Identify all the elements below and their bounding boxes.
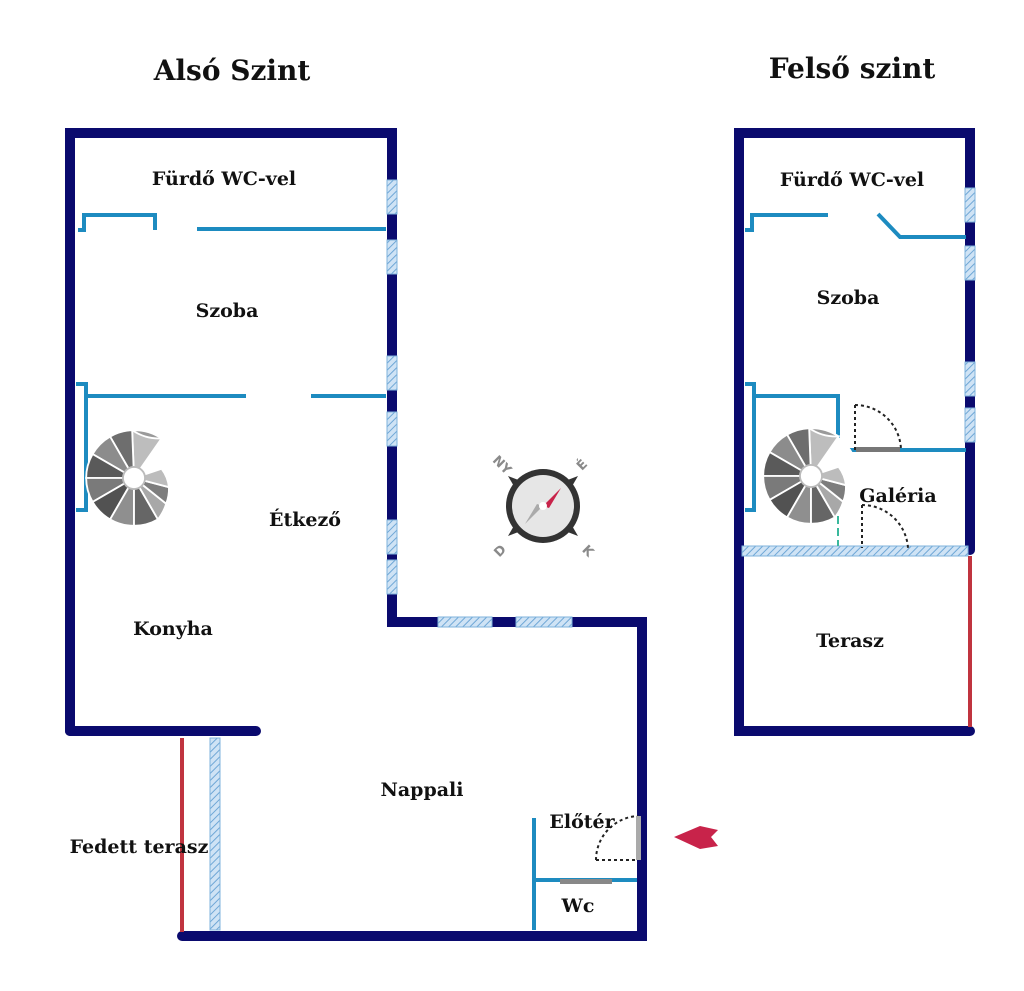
window <box>386 519 398 555</box>
spiral-staircase-icon <box>85 429 183 527</box>
window <box>386 179 398 215</box>
window <box>437 616 493 628</box>
spiral-staircase-icon <box>762 427 860 525</box>
window <box>386 355 398 391</box>
room-label-room: Szoba <box>196 300 259 322</box>
inner-wall <box>754 394 966 452</box>
inner-wall <box>876 212 966 239</box>
upper-level-title: Felső szint <box>769 52 936 85</box>
window <box>386 559 398 595</box>
room-label-bathroom: Fürdő WC-vel <box>780 169 924 191</box>
window <box>964 187 976 223</box>
compass-icon: NY É D K <box>489 453 597 561</box>
room-label-terrace: Terasz <box>816 630 884 652</box>
door-leaf <box>856 447 900 452</box>
inner-wall <box>78 213 157 232</box>
entrance-door-swing <box>594 815 639 861</box>
room-label-room: Szoba <box>817 287 880 309</box>
lower-level-title: Alsó Szint <box>153 54 311 87</box>
lower-outer-wall <box>65 128 647 941</box>
window <box>964 407 976 443</box>
room-label-wc: Wc <box>561 895 595 917</box>
door-swing <box>854 404 902 451</box>
compass-label-ny: NY <box>489 453 514 478</box>
room-label-hall: Előtér <box>549 811 615 833</box>
window <box>386 239 398 275</box>
terrace-glass-wall <box>209 737 221 931</box>
entrance-arrow-icon <box>674 826 718 849</box>
compass-label-d: D <box>491 542 509 560</box>
wc-door-leaf <box>560 879 612 884</box>
room-label-kitchen: Konyha <box>133 618 213 640</box>
terrace-glass-wall <box>741 545 969 557</box>
upper-level-plan: Fürdő WC-vel Szoba Galéria Terasz <box>734 128 976 736</box>
door-swing <box>861 503 909 549</box>
compass-label-k: K <box>579 543 597 561</box>
window <box>515 616 573 628</box>
room-label-bathroom: Fürdő WC-vel <box>152 168 296 190</box>
window <box>964 361 976 397</box>
room-label-covered-terrace: Fedett terasz <box>70 836 209 858</box>
room-label-gallery: Galéria <box>859 485 936 507</box>
lower-level-plan: Fürdő WC-vel Szoba Étkező Konyha Nappali… <box>65 128 647 941</box>
window <box>386 411 398 447</box>
entrance-door-leaf <box>636 816 641 860</box>
window <box>964 245 976 281</box>
inner-wall <box>745 213 828 232</box>
compass-label-e: É <box>573 456 591 474</box>
stair-wall <box>745 382 756 512</box>
stair-wall <box>76 382 88 512</box>
room-label-dining: Étkező <box>269 508 341 531</box>
room-label-living: Nappali <box>381 779 464 801</box>
